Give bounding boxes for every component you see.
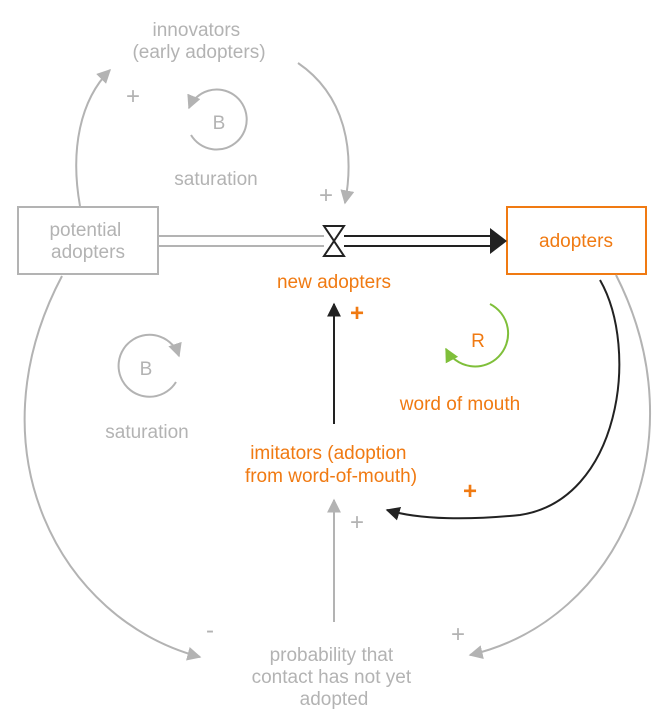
potential-adopters-box <box>17 206 159 275</box>
potential-adopters-label: potential adopters <box>49 220 126 263</box>
link-adopters-to-imitators <box>385 279 621 521</box>
loop-r-letter: R <box>471 331 485 352</box>
link-potential-to-probability <box>23 275 202 661</box>
probability-label: probability that contact has not yet ado… <box>252 645 417 710</box>
loop-b2-icon <box>117 333 182 398</box>
flow-pipe-outflow <box>344 228 507 254</box>
loop-b1-icon <box>187 88 248 151</box>
adopters-label: adopters <box>539 231 613 252</box>
polarity-potential-innovators: + <box>126 83 140 110</box>
loop-b1-name: saturation <box>174 169 257 190</box>
polarity-potential-probability: - <box>206 617 214 644</box>
polarity-innovators-flow: + <box>319 182 333 209</box>
loop-b1-letter: B <box>213 113 226 134</box>
loop-b2-name: saturation <box>105 422 188 443</box>
new-adopters-label: new adopters <box>277 272 391 293</box>
polarity-adopters-imitators: + <box>463 478 477 505</box>
flow-pipe-inflow <box>158 235 324 247</box>
loop-r-icon <box>445 303 510 368</box>
flow-valve-icon <box>322 225 346 257</box>
loop-b2-letter: B <box>140 359 153 380</box>
imitators-label: imitators (adoption from word-of-mouth) <box>245 443 417 487</box>
link-adopters-to-probability <box>468 274 651 659</box>
adopters-box <box>506 206 647 275</box>
loop-r-name: word of mouth <box>399 394 520 415</box>
flow-arrowhead <box>490 228 507 254</box>
polarity-adopters-probability: + <box>451 621 465 648</box>
link-innovators-to-flow <box>297 62 355 205</box>
polarity-probability-imitators: + <box>350 509 364 536</box>
innovators-label: innovators (early adopters) <box>132 20 265 63</box>
polarity-imitators-flow: + <box>350 300 364 327</box>
link-potential-to-innovators <box>75 69 111 207</box>
